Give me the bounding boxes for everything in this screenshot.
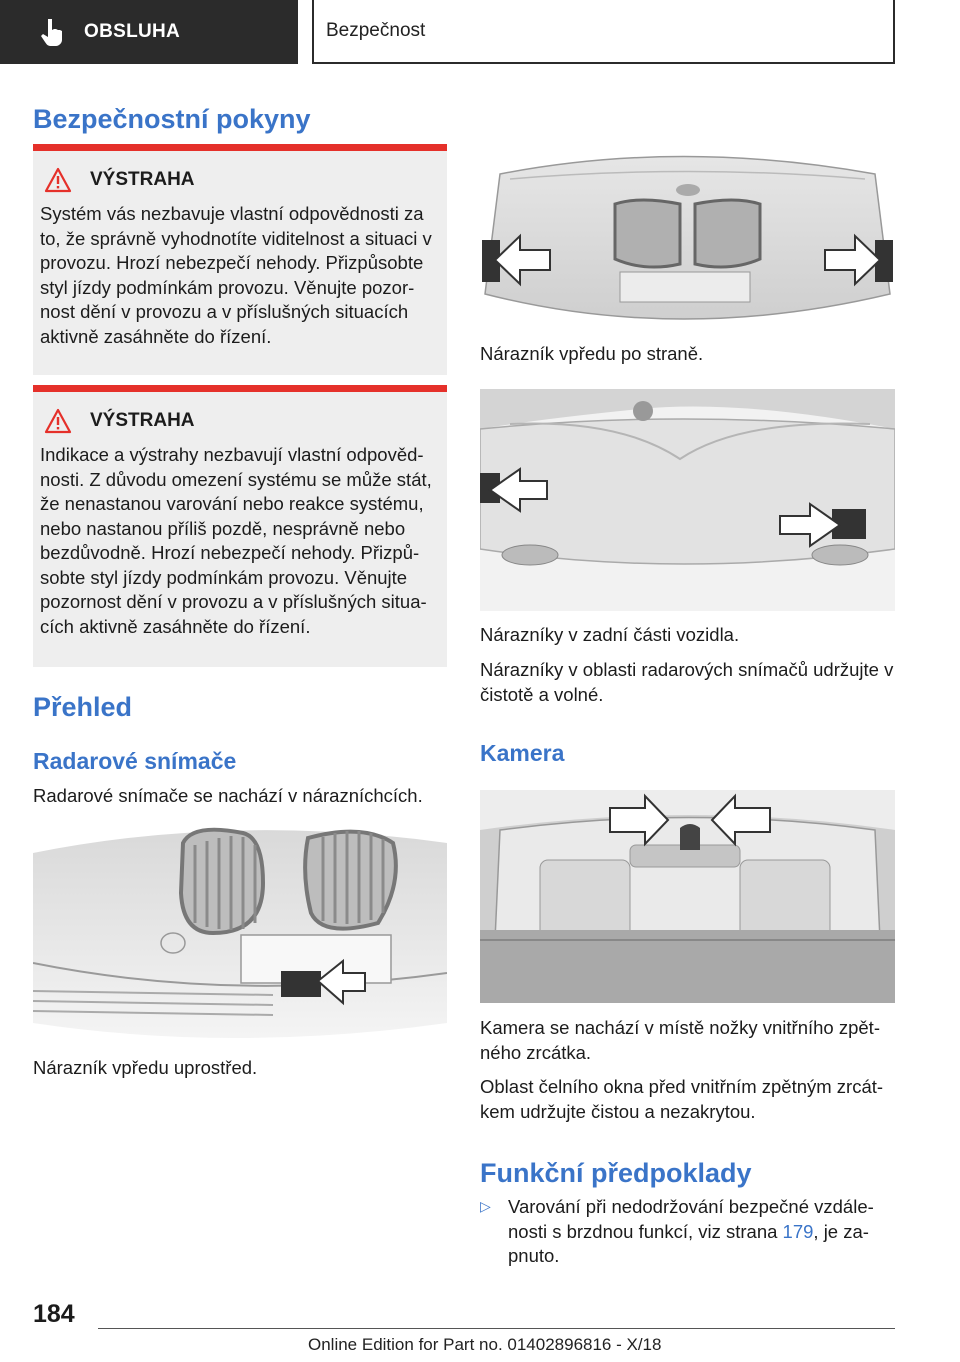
front-bumper-center-image (33, 823, 447, 1043)
camera-text: Oblast čelního okna před vnitřním zpětný… (480, 1076, 884, 1122)
warning-label: VÝSTRAHA (90, 169, 195, 190)
page-number: 184 (33, 1300, 75, 1328)
radar-heading: Radarové snímače (33, 748, 237, 774)
bullet-text-end: , je za­pnuto. (508, 1220, 869, 1267)
chapter-tab-label: Bezpečnost (326, 20, 426, 41)
triangle-bullet-icon: ▷ (480, 1198, 491, 1214)
hand-pointer-icon (41, 19, 62, 46)
footer-divider (98, 1328, 895, 1329)
bullet-text: Varování při nedodržování bezpečné vzdál… (508, 1196, 874, 1242)
front-side-caption: Nárazník vpředu po straně. (480, 343, 704, 364)
warning-triangle-icon (44, 408, 72, 434)
warning-text: Systém vás nezbavuje vlastní odpovědnost… (40, 203, 432, 347)
radar-text: Radarové snímače se nachází v nárazních­… (33, 785, 423, 806)
rear-caption: Nárazníky v zadní části vozidla. (480, 624, 740, 645)
section-tab[interactable]: OBSLUHA (0, 0, 298, 64)
camera-heading: Kamera (480, 740, 565, 766)
warning-text: Indikace a výstrahy nezbavují vlastní od… (40, 444, 432, 637)
warning-triangle-icon (44, 167, 72, 193)
front-center-caption: Nárazník vpředu uprostřed. (33, 1057, 258, 1078)
page-reference-link[interactable]: 179 (782, 1220, 814, 1242)
camera-caption: Kamera se nachází v místě nožky vnitřníh… (480, 1017, 880, 1063)
footer-edition: Online Edition for Part no. 01402896816 … (308, 1335, 662, 1354)
front-bumper-side-image (480, 104, 895, 326)
rear-bumper-image (480, 389, 895, 611)
overview-heading: Přehled (33, 692, 133, 722)
warning-box-1: VÝSTRAHA Systém vás nezbavuje vlastní od… (33, 144, 447, 375)
camera-interior-image (480, 790, 895, 1003)
prerequisites-heading: Funkční předpoklady (480, 1158, 752, 1188)
chapter-tab[interactable]: Bezpečnost (312, 0, 895, 64)
page-title: Bezpečnostní pokyny (33, 104, 311, 134)
rear-text: Nárazníky v oblasti radarových snímačů u… (480, 659, 894, 705)
list-item: ▷ Varování při nedodržování bezpečné vzd… (480, 1195, 895, 1269)
section-tab-label: OBSLUHA (84, 21, 181, 42)
warning-label: VÝSTRAHA (90, 410, 195, 431)
warning-box-2: VÝSTRAHA Indikace a výstrahy nezbavují v… (33, 385, 447, 667)
